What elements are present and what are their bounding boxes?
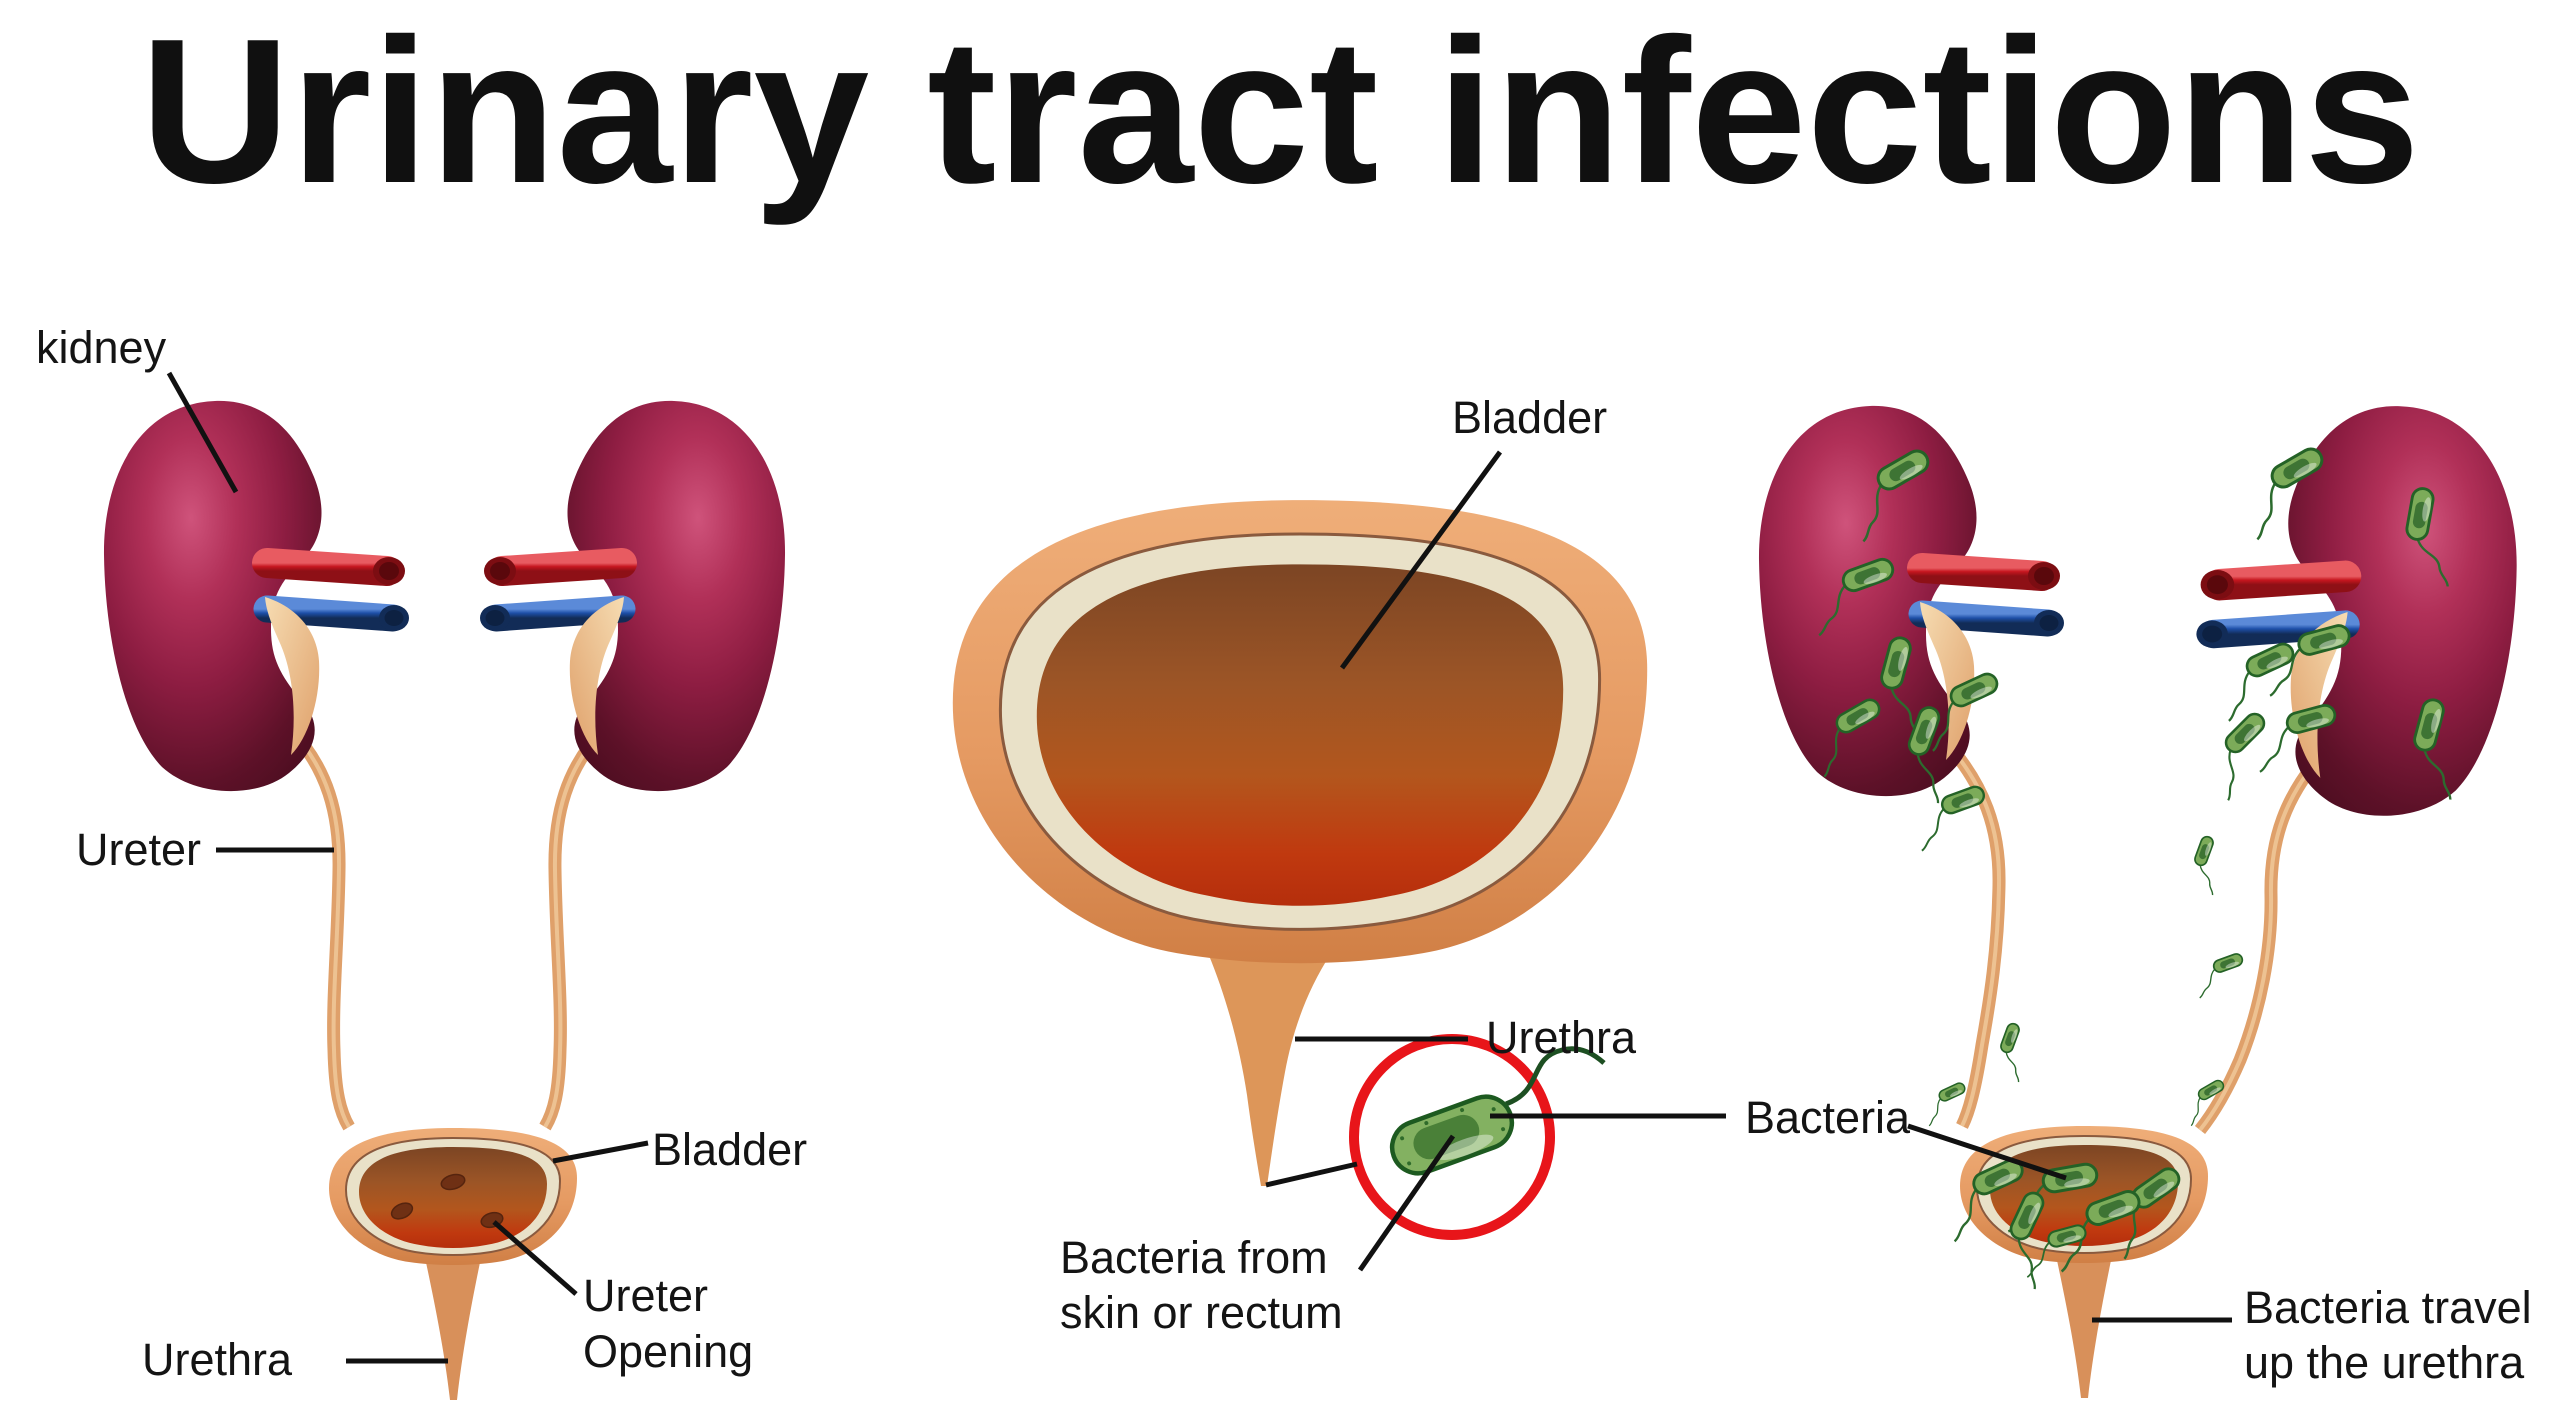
label-bacteria-source-line1: Bacteria from: [1060, 1232, 1328, 1283]
page-title: Urinary tract infections: [140, 0, 2420, 226]
leader-line: [1339, 450, 1503, 670]
leader-lines: [166, 371, 2232, 1364]
label-bacteria-source-line2: skin or rectum: [1060, 1287, 1343, 1338]
label-ureter-opening-line1: Ureter: [583, 1270, 709, 1321]
label-urethra-middle: Urethra: [1486, 1012, 1637, 1063]
ureter-opening-spots: [390, 1173, 504, 1229]
leader-line: [1357, 1134, 1456, 1272]
kidney-illustration: [2196, 406, 2516, 816]
bladder-illustration: [952, 500, 1648, 964]
label-urethra-left: Urethra: [142, 1334, 293, 1385]
label-bladder-left: Bladder: [652, 1124, 808, 1175]
label-bacteria-travel-line1: Bacteria travel: [2244, 1282, 2532, 1333]
label-bacteria-travel-line2: up the urethra: [2244, 1337, 2525, 1388]
ureter-tube: [2194, 745, 2331, 1135]
leader-line: [1265, 1161, 1358, 1188]
leader-line: [1907, 1123, 2067, 1181]
kidney-illustration: [480, 401, 785, 791]
right-panel-infected-tract: [1759, 406, 2517, 1399]
left-panel-normal-tract: [104, 401, 785, 1401]
label-kidney: kidney: [36, 322, 167, 373]
label-bacteria-source: Bacteria from skin or rectum: [1060, 1230, 1343, 1340]
leader-line: [166, 371, 239, 494]
label-bladder-middle: Bladder: [1452, 392, 1608, 443]
label-ureter-opening-line2: Opening: [583, 1326, 754, 1377]
leader-line: [492, 1220, 578, 1296]
ureter-tube: [539, 723, 610, 1131]
ureter-tube: [284, 723, 355, 1131]
kidney-illustration: [104, 401, 409, 791]
label-ureter-opening: Ureter Opening: [583, 1268, 753, 1380]
middle-panel-bladder-closeup: [952, 500, 1648, 1240]
label-bacteria: Bacteria: [1745, 1092, 1911, 1143]
label-ureter: Ureter: [76, 824, 202, 875]
label-bacteria-travel: Bacteria travel up the urethra: [2244, 1280, 2532, 1390]
leader-line: [552, 1140, 649, 1164]
